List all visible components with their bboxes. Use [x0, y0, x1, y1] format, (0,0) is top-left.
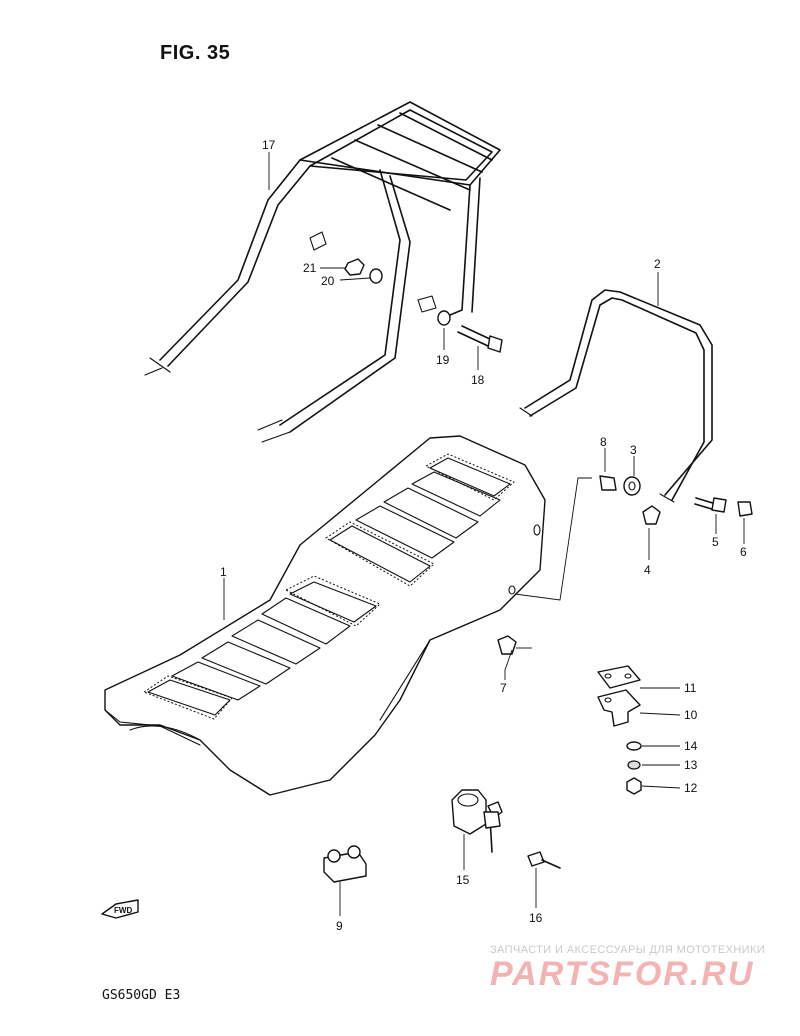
part-2-grab-handle [519, 289, 713, 503]
callout-labels: 17 21 20 19 18 2 8 3 4 5 6 1 7 11 10 14 … [220, 138, 747, 933]
part-10-seat-hook [597, 689, 641, 727]
part-7-nut [497, 635, 517, 655]
part-15-seat-lock [451, 789, 503, 853]
part-5-bolt [694, 497, 727, 513]
callout-14: 14 [684, 739, 698, 753]
callout-20: 20 [321, 274, 335, 288]
part-19-washer [437, 310, 451, 326]
callout-10: 10 [684, 708, 698, 722]
leader-lines [223, 152, 745, 916]
callout-4: 4 [644, 563, 651, 577]
callout-7: 7 [500, 681, 507, 695]
callout-15: 15 [456, 873, 470, 887]
model-code: GS650GD E3 [102, 988, 181, 1003]
callout-2: 2 [654, 257, 661, 271]
part-1-seat [104, 435, 546, 796]
callout-9: 9 [336, 919, 343, 933]
fwd-label: FWD [114, 906, 132, 915]
part-12-nut [626, 777, 642, 795]
part-8-cushion [599, 475, 617, 491]
callout-19: 19 [436, 353, 450, 367]
callout-17: 17 [262, 138, 276, 152]
part-4-cap-nut [642, 505, 661, 525]
fwd-arrow-icon: FWD [101, 899, 139, 919]
callout-5: 5 [712, 535, 719, 549]
watermark-text: ЗАПЧАСТИ И АКСЕССУАРЫ ДЛЯ МОТОТЕХНИКИ [490, 944, 766, 956]
callout-11: 11 [684, 681, 697, 695]
part-18-bolt [457, 325, 503, 353]
callout-18: 18 [471, 373, 485, 387]
callout-3: 3 [630, 443, 637, 457]
figure-title: FIG. 35 [160, 42, 231, 64]
part-21-nut [344, 258, 365, 276]
part-9-cushion [323, 845, 367, 883]
part-14-washer [626, 741, 642, 751]
callout-6: 6 [740, 545, 747, 559]
callout-21: 21 [303, 261, 317, 275]
part-6-nut [737, 501, 753, 517]
callout-13: 13 [684, 758, 698, 772]
part-16-screw [527, 851, 561, 869]
callout-8: 8 [600, 435, 607, 449]
callout-16: 16 [529, 911, 543, 925]
part-20-washer [369, 268, 383, 284]
callout-1: 1 [220, 565, 227, 579]
watermark-logo: PARTSFOR.RU [490, 955, 755, 993]
callout-12: 12 [684, 781, 698, 795]
part-17-carrier-rack [144, 101, 501, 443]
part-11-plate [597, 665, 641, 689]
part-13-spring-washer [627, 760, 641, 770]
part-3-collar [623, 476, 641, 496]
